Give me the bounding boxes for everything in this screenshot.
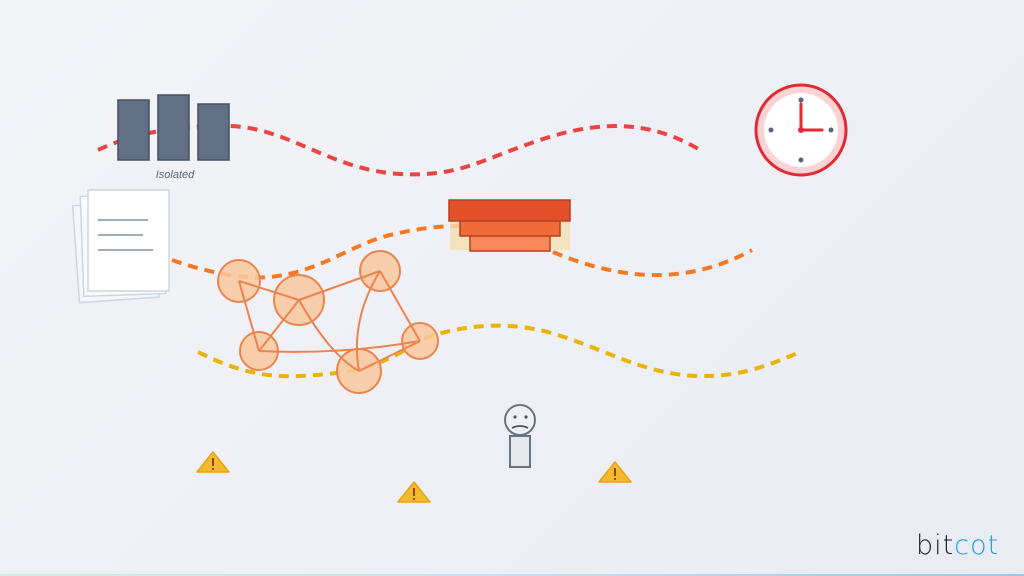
- warning-icon: [196, 451, 230, 473]
- warning-icon: [598, 461, 632, 483]
- bitcot-logo: bitcot: [916, 530, 999, 561]
- logo-text-bit: bit: [916, 530, 955, 561]
- document-stack-icon: [71, 189, 170, 304]
- clock-icon: [754, 83, 848, 177]
- orange-dashed-wave-right: [552, 248, 753, 278]
- yellow-dashed-wave: [197, 323, 803, 379]
- logo-text-cot: cot: [954, 530, 1000, 561]
- warning-icon: [397, 481, 431, 503]
- network-graph-icon: [217, 250, 439, 394]
- layered-stack-icon: [448, 199, 571, 252]
- silo-label: Isolated: [155, 169, 195, 181]
- sad-person-icon: [504, 404, 536, 468]
- bottom-accent-line: [0, 574, 1024, 576]
- orange-dashed-wave-left: [171, 224, 463, 280]
- bar-silos-icon: [117, 94, 230, 161]
